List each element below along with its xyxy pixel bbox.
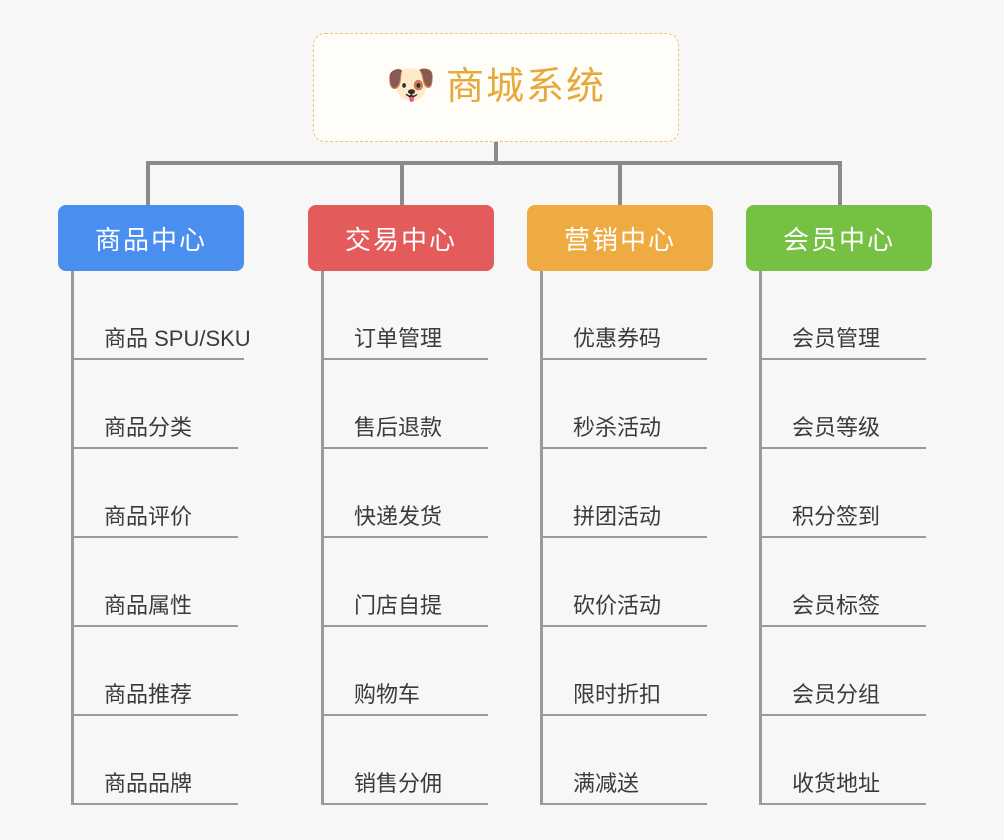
leaf-item[interactable]: 会员分组 bbox=[762, 627, 932, 716]
leaf-underline: 砍价活动 bbox=[543, 593, 707, 627]
leaf-underline: 满减送 bbox=[543, 771, 707, 805]
leaf-label: 销售分佣 bbox=[354, 770, 443, 796]
leaf-label: 收货地址 bbox=[792, 770, 881, 796]
leaf-underline: 门店自提 bbox=[324, 593, 488, 627]
leaf-underline: 商品评价 bbox=[74, 504, 238, 538]
leaf-item[interactable]: 会员等级 bbox=[762, 360, 932, 449]
leaf-underline: 限时折扣 bbox=[543, 682, 707, 716]
leaf-item[interactable]: 订单管理 bbox=[324, 271, 494, 360]
leaf-item[interactable]: 销售分佣 bbox=[324, 716, 494, 805]
leaf-underline: 会员管理 bbox=[762, 326, 926, 360]
leaf-item[interactable]: 会员标签 bbox=[762, 538, 932, 627]
leaf-underline: 会员分组 bbox=[762, 682, 926, 716]
connector-drop-1 bbox=[146, 161, 150, 205]
leaf-label: 商品推荐 bbox=[104, 681, 193, 707]
leaf-item[interactable]: 商品品牌 bbox=[74, 716, 244, 805]
leaf-label: 会员等级 bbox=[792, 414, 881, 440]
leaf-item[interactable]: 收货地址 bbox=[762, 716, 932, 805]
leaf-label: 秒杀活动 bbox=[573, 414, 662, 440]
leaf-item[interactable]: 商品分类 bbox=[74, 360, 244, 449]
leaf-item[interactable]: 秒杀活动 bbox=[543, 360, 713, 449]
leaf-underline: 优惠券码 bbox=[543, 326, 707, 360]
connector-root-stem bbox=[494, 142, 498, 165]
root-title: 商城系统 bbox=[445, 65, 606, 108]
category-column-4: 会员中心会员管理会员等级积分签到会员标签会员分组收货地址 bbox=[746, 205, 932, 805]
leaf-list-3: 优惠券码秒杀活动拼团活动砍价活动限时折扣满减送 bbox=[540, 271, 713, 805]
leaf-item[interactable]: 门店自提 bbox=[324, 538, 494, 627]
leaf-label: 优惠券码 bbox=[573, 325, 662, 351]
leaf-item[interactable]: 售后退款 bbox=[324, 360, 494, 449]
leaf-list-1: 商品 SPU/SKU 商品分类商品评价商品属性商品推荐商品品牌 bbox=[71, 271, 251, 805]
leaf-label: 积分签到 bbox=[792, 503, 881, 529]
leaf-label: 商品品牌 bbox=[104, 770, 193, 796]
leaf-underline: 订单管理 bbox=[324, 326, 488, 360]
category-header-3[interactable]: 营销中心 bbox=[527, 205, 713, 271]
leaf-underline: 收货地址 bbox=[762, 771, 926, 805]
leaf-item[interactable]: 购物车 bbox=[324, 627, 494, 716]
leaf-underline: 快递发货 bbox=[324, 504, 488, 538]
leaf-underline: 销售分佣 bbox=[324, 771, 488, 805]
leaf-item[interactable]: 商品评价 bbox=[74, 449, 244, 538]
leaf-underline: 商品 SPU/SKU bbox=[74, 326, 251, 360]
leaf-underline: 售后退款 bbox=[324, 415, 488, 449]
leaf-list-2: 订单管理售后退款快递发货门店自提购物车销售分佣 bbox=[321, 271, 494, 805]
leaf-item[interactable]: 砍价活动 bbox=[543, 538, 713, 627]
leaf-underline: 会员标签 bbox=[762, 593, 926, 627]
leaf-label: 会员标签 bbox=[792, 592, 881, 618]
category-column-2: 交易中心订单管理售后退款快递发货门店自提购物车销售分佣 bbox=[308, 205, 494, 805]
leaf-label: 商品 SPU/SKU bbox=[104, 325, 251, 351]
root-node[interactable]: 🐶 商城系统 bbox=[313, 33, 679, 142]
leaf-item[interactable]: 积分签到 bbox=[762, 449, 932, 538]
leaf-label: 满减送 bbox=[573, 770, 640, 796]
leaf-underline: 商品品牌 bbox=[74, 771, 238, 805]
leaf-item[interactable]: 商品 SPU/SKU bbox=[74, 271, 251, 360]
leaf-label: 门店自提 bbox=[354, 592, 443, 618]
leaf-label: 限时折扣 bbox=[573, 681, 662, 707]
leaf-label: 会员分组 bbox=[792, 681, 881, 707]
leaf-underline: 会员等级 bbox=[762, 415, 926, 449]
leaf-item[interactable]: 商品属性 bbox=[74, 538, 244, 627]
leaf-underline: 拼团活动 bbox=[543, 504, 707, 538]
leaf-item[interactable]: 限时折扣 bbox=[543, 627, 713, 716]
leaf-underline: 积分签到 bbox=[762, 504, 926, 538]
leaf-underline: 商品分类 bbox=[74, 415, 238, 449]
leaf-item[interactable]: 商品推荐 bbox=[74, 627, 244, 716]
leaf-item[interactable]: 满减送 bbox=[543, 716, 713, 805]
leaf-underline: 秒杀活动 bbox=[543, 415, 707, 449]
category-column-1: 商品中心商品 SPU/SKU 商品分类商品评价商品属性商品推荐商品品牌 bbox=[58, 205, 251, 805]
leaf-label: 拼团活动 bbox=[573, 503, 662, 529]
leaf-list-4: 会员管理会员等级积分签到会员标签会员分组收货地址 bbox=[759, 271, 932, 805]
leaf-item[interactable]: 快递发货 bbox=[324, 449, 494, 538]
leaf-underline: 商品推荐 bbox=[74, 682, 238, 716]
leaf-label: 订单管理 bbox=[354, 325, 443, 351]
leaf-label: 购物车 bbox=[354, 681, 421, 707]
leaf-label: 商品属性 bbox=[104, 592, 193, 618]
leaf-label: 商品分类 bbox=[104, 414, 193, 440]
connector-drop-2 bbox=[400, 161, 404, 205]
shiba-dog-face-icon: 🐶 bbox=[385, 62, 436, 107]
leaf-item[interactable]: 会员管理 bbox=[762, 271, 932, 360]
leaf-underline: 商品属性 bbox=[74, 593, 238, 627]
category-header-4[interactable]: 会员中心 bbox=[746, 205, 932, 271]
leaf-item[interactable]: 优惠券码 bbox=[543, 271, 713, 360]
leaf-item[interactable]: 拼团活动 bbox=[543, 449, 713, 538]
leaf-label: 售后退款 bbox=[354, 414, 443, 440]
leaf-label: 商品评价 bbox=[104, 503, 193, 529]
category-header-1[interactable]: 商品中心 bbox=[58, 205, 244, 271]
leaf-label: 砍价活动 bbox=[573, 592, 662, 618]
leaf-label: 快递发货 bbox=[354, 503, 443, 529]
leaf-underline: 购物车 bbox=[324, 682, 488, 716]
category-column-3: 营销中心优惠券码秒杀活动拼团活动砍价活动限时折扣满减送 bbox=[527, 205, 713, 805]
category-header-2[interactable]: 交易中心 bbox=[308, 205, 494, 271]
leaf-label: 会员管理 bbox=[792, 325, 881, 351]
connector-horizontal-bus bbox=[148, 161, 842, 165]
connector-drop-4 bbox=[838, 161, 842, 205]
connector-drop-3 bbox=[618, 161, 622, 205]
